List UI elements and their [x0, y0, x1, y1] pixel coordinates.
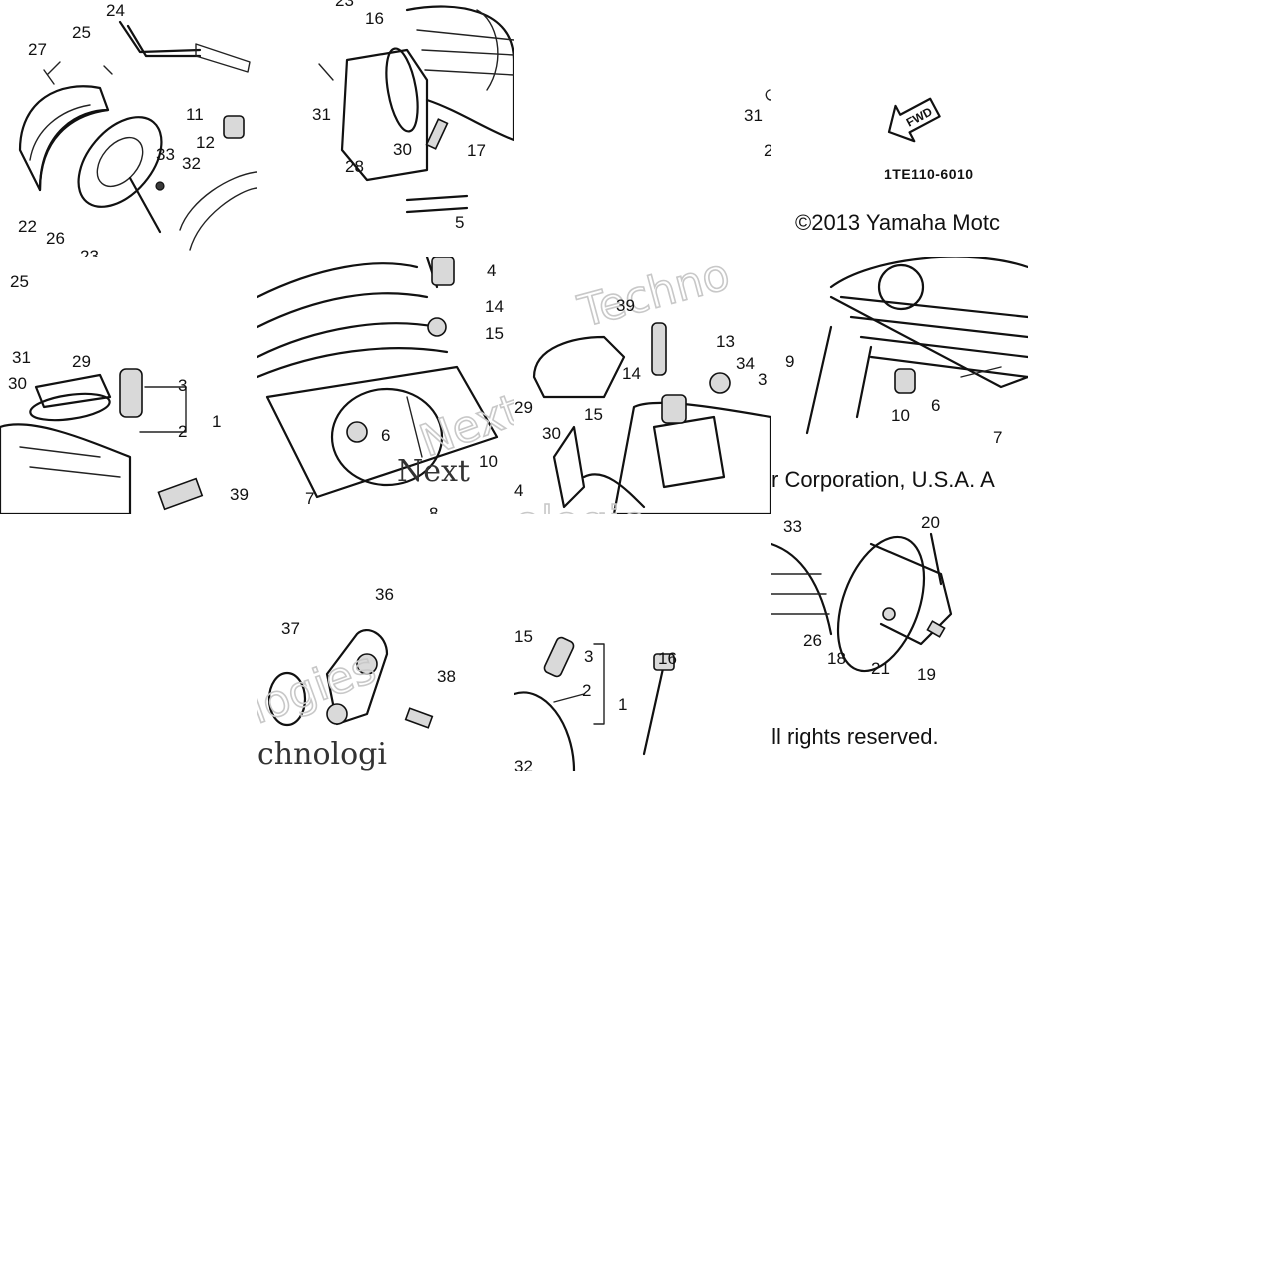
- part-callout-2: 2: [764, 141, 771, 160]
- part-callout-12: 12: [196, 133, 215, 152]
- part-callout-7: 7: [305, 489, 314, 508]
- part-callout-23: 23: [80, 247, 99, 257]
- part-callout-3: 3: [178, 376, 187, 395]
- part-callout-26: 26: [803, 631, 822, 650]
- watermark-7: chnologi: [257, 737, 387, 771]
- fwd-text: FWD: [904, 104, 935, 129]
- part-callout-37: 37: [281, 619, 300, 638]
- tile-empty-2: [1028, 257, 1285, 514]
- part-callout-32: 32: [514, 757, 533, 771]
- tile-cylinder-head: Techno ologie 3913143432915304351634: [514, 257, 771, 514]
- part-callout-31: 31: [12, 348, 31, 367]
- copyright-part-3: \ll rights reserved.: [771, 724, 939, 749]
- part-callout-2: 2: [582, 681, 591, 700]
- part-callout-15: 15: [514, 627, 533, 646]
- drawing-code: 1TE110-6010: [884, 166, 974, 182]
- part-callout-4: 4: [487, 261, 496, 280]
- part-callout-21: 21: [871, 659, 890, 678]
- tile-empty-4: [1028, 514, 1285, 771]
- part-callout-1: 1: [618, 695, 627, 714]
- tile-fwd-mark: FWD 1TE110-6010 ©2013 Yamaha Motc: [771, 0, 1028, 257]
- part-callout-10: 10: [479, 452, 498, 471]
- part-callout-20: 20: [921, 514, 940, 532]
- part-callout-15: 15: [584, 405, 603, 424]
- tile-valve-cover: 25 31 29 30 3 2 1 39: [0, 257, 257, 514]
- part-callout-7: 7: [993, 428, 1002, 447]
- part-callout-36: 36: [375, 585, 394, 604]
- part-callout-23: 23: [335, 0, 354, 10]
- part-callout-1: 1: [212, 412, 221, 431]
- watermark-5: ologie: [514, 497, 647, 514]
- tile-empty: [1028, 0, 1285, 257]
- tile-air-cover: 24 25 27 11 12 33 32 22 26 23: [0, 0, 257, 257]
- part-callout-33: 33: [156, 145, 175, 164]
- tile-bracket: logies chnologi 36 37 38: [257, 514, 514, 771]
- part-callout-25: 25: [72, 23, 91, 42]
- part-callout-14: 14: [485, 297, 504, 316]
- tile-empty-3: [0, 514, 257, 771]
- part-callout-11: 11: [186, 105, 204, 124]
- part-callout-2: 2: [178, 422, 187, 441]
- part-callout-22: 22: [18, 217, 37, 236]
- part-callout-28: 28: [345, 157, 364, 176]
- part-callout-30: 30: [393, 140, 412, 159]
- tile-studs: 9 10 6 7 r Corporation, U.S.A. A: [771, 257, 1028, 514]
- part-callout-18: 18: [827, 649, 846, 668]
- part-callout-17: 17: [467, 141, 486, 160]
- part-callout-16: 16: [658, 649, 677, 668]
- part-callout-8: 8: [429, 504, 438, 514]
- part-callout-10: 10: [891, 406, 910, 425]
- part-callout-30: 30: [8, 374, 27, 393]
- copyright-part-1: ©2013 Yamaha Motc: [795, 210, 1000, 235]
- part-callout-33: 33: [783, 517, 802, 536]
- part-callout-39: 39: [616, 296, 635, 315]
- tile-exhaust-flange: 33 20 26 18 21 19 \ll rights reserved.: [771, 514, 1028, 771]
- watermark-4: Next: [397, 454, 470, 489]
- part-callout-3: 3: [584, 647, 593, 666]
- part-callout-15: 15: [485, 324, 504, 343]
- part-callout-6: 6: [381, 426, 390, 445]
- part-callout-29: 29: [514, 398, 533, 417]
- copyright-part-2: r Corporation, U.S.A. A: [771, 467, 995, 492]
- part-callout-6: 6: [931, 396, 940, 415]
- part-callout-26: 26: [46, 229, 65, 248]
- tile-head-cover: 23 16 31 30 28 17 5: [257, 0, 514, 257]
- part-callout-30: 30: [542, 424, 561, 443]
- part-callout-5: 5: [455, 213, 464, 232]
- part-callout-34: 34: [736, 354, 755, 373]
- part-callout-25: 25: [10, 272, 29, 291]
- part-callout-13: 13: [716, 332, 735, 351]
- part-callout-27: 27: [28, 40, 47, 59]
- part-callout-31: 31: [312, 105, 331, 124]
- part-callout-32: 32: [182, 154, 201, 173]
- part-callout-39: 39: [230, 485, 249, 504]
- part-callout-4: 4: [514, 481, 523, 500]
- part-callout-9: 9: [785, 352, 794, 371]
- part-callout-14: 14: [622, 364, 641, 383]
- part-callout-29: 29: [72, 352, 91, 371]
- part-callout-3: 3: [758, 370, 767, 389]
- part-callout-24: 24: [106, 1, 125, 20]
- part-callout-38: 38: [437, 667, 456, 686]
- part-callout-16: 16: [648, 512, 667, 514]
- watermark-6: logies: [257, 642, 382, 734]
- part-callout-16: 16: [365, 9, 384, 28]
- part-callout-19: 19: [917, 665, 936, 684]
- part-callout-31: 31: [744, 106, 763, 125]
